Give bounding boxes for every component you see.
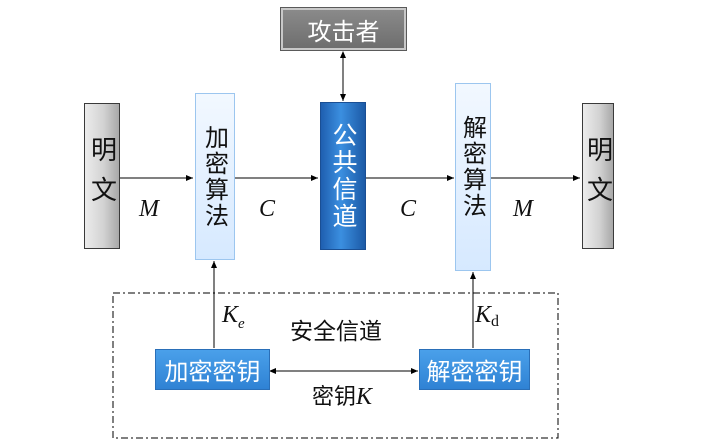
label-ke-sub: e [238,316,245,332]
label-ke: Ke [222,302,245,332]
encrypt-key-label: 加密密钥 [164,358,261,386]
label-kd-main: K [475,302,492,328]
label-kd-sub: d [491,313,500,330]
label-kd: Kd [475,302,500,330]
label-m-right: M [513,196,533,222]
key-label: 密钥K [312,379,372,411]
encrypt-algorithm-label: 加密算法 [200,124,229,229]
encrypt-key-box: 加密密钥 [155,349,270,390]
decrypt-algorithm-label: 解密算法 [458,115,487,219]
encrypt-algorithm-box: 加密算法 [195,93,235,260]
key-label-text: 密钥 [312,385,357,410]
label-m-left: M [139,196,159,222]
attacker-box: 攻击者 [280,7,407,51]
public-channel-box: 公共信道 [320,102,366,250]
label-c-right: C [400,196,417,222]
public-channel-label: 公共信道 [329,122,358,230]
decrypt-algorithm-box: 解密算法 [455,83,491,271]
decrypt-key-box: 解密密钥 [419,349,530,390]
plaintext-left-box: 明文 [84,103,120,249]
label-ke-main: K [222,302,239,328]
plaintext-left-label: 明文 [86,136,117,216]
plaintext-right-label: 明文 [582,136,613,216]
decrypt-key-label: 解密密钥 [426,358,523,386]
secure-channel-label: 安全信道 [290,319,382,345]
attacker-label: 攻击者 [307,17,380,46]
label-c-left: C [259,196,276,222]
secure-region-border [112,292,559,439]
key-label-symbol: K [356,384,373,410]
plaintext-right-box: 明文 [582,103,614,249]
